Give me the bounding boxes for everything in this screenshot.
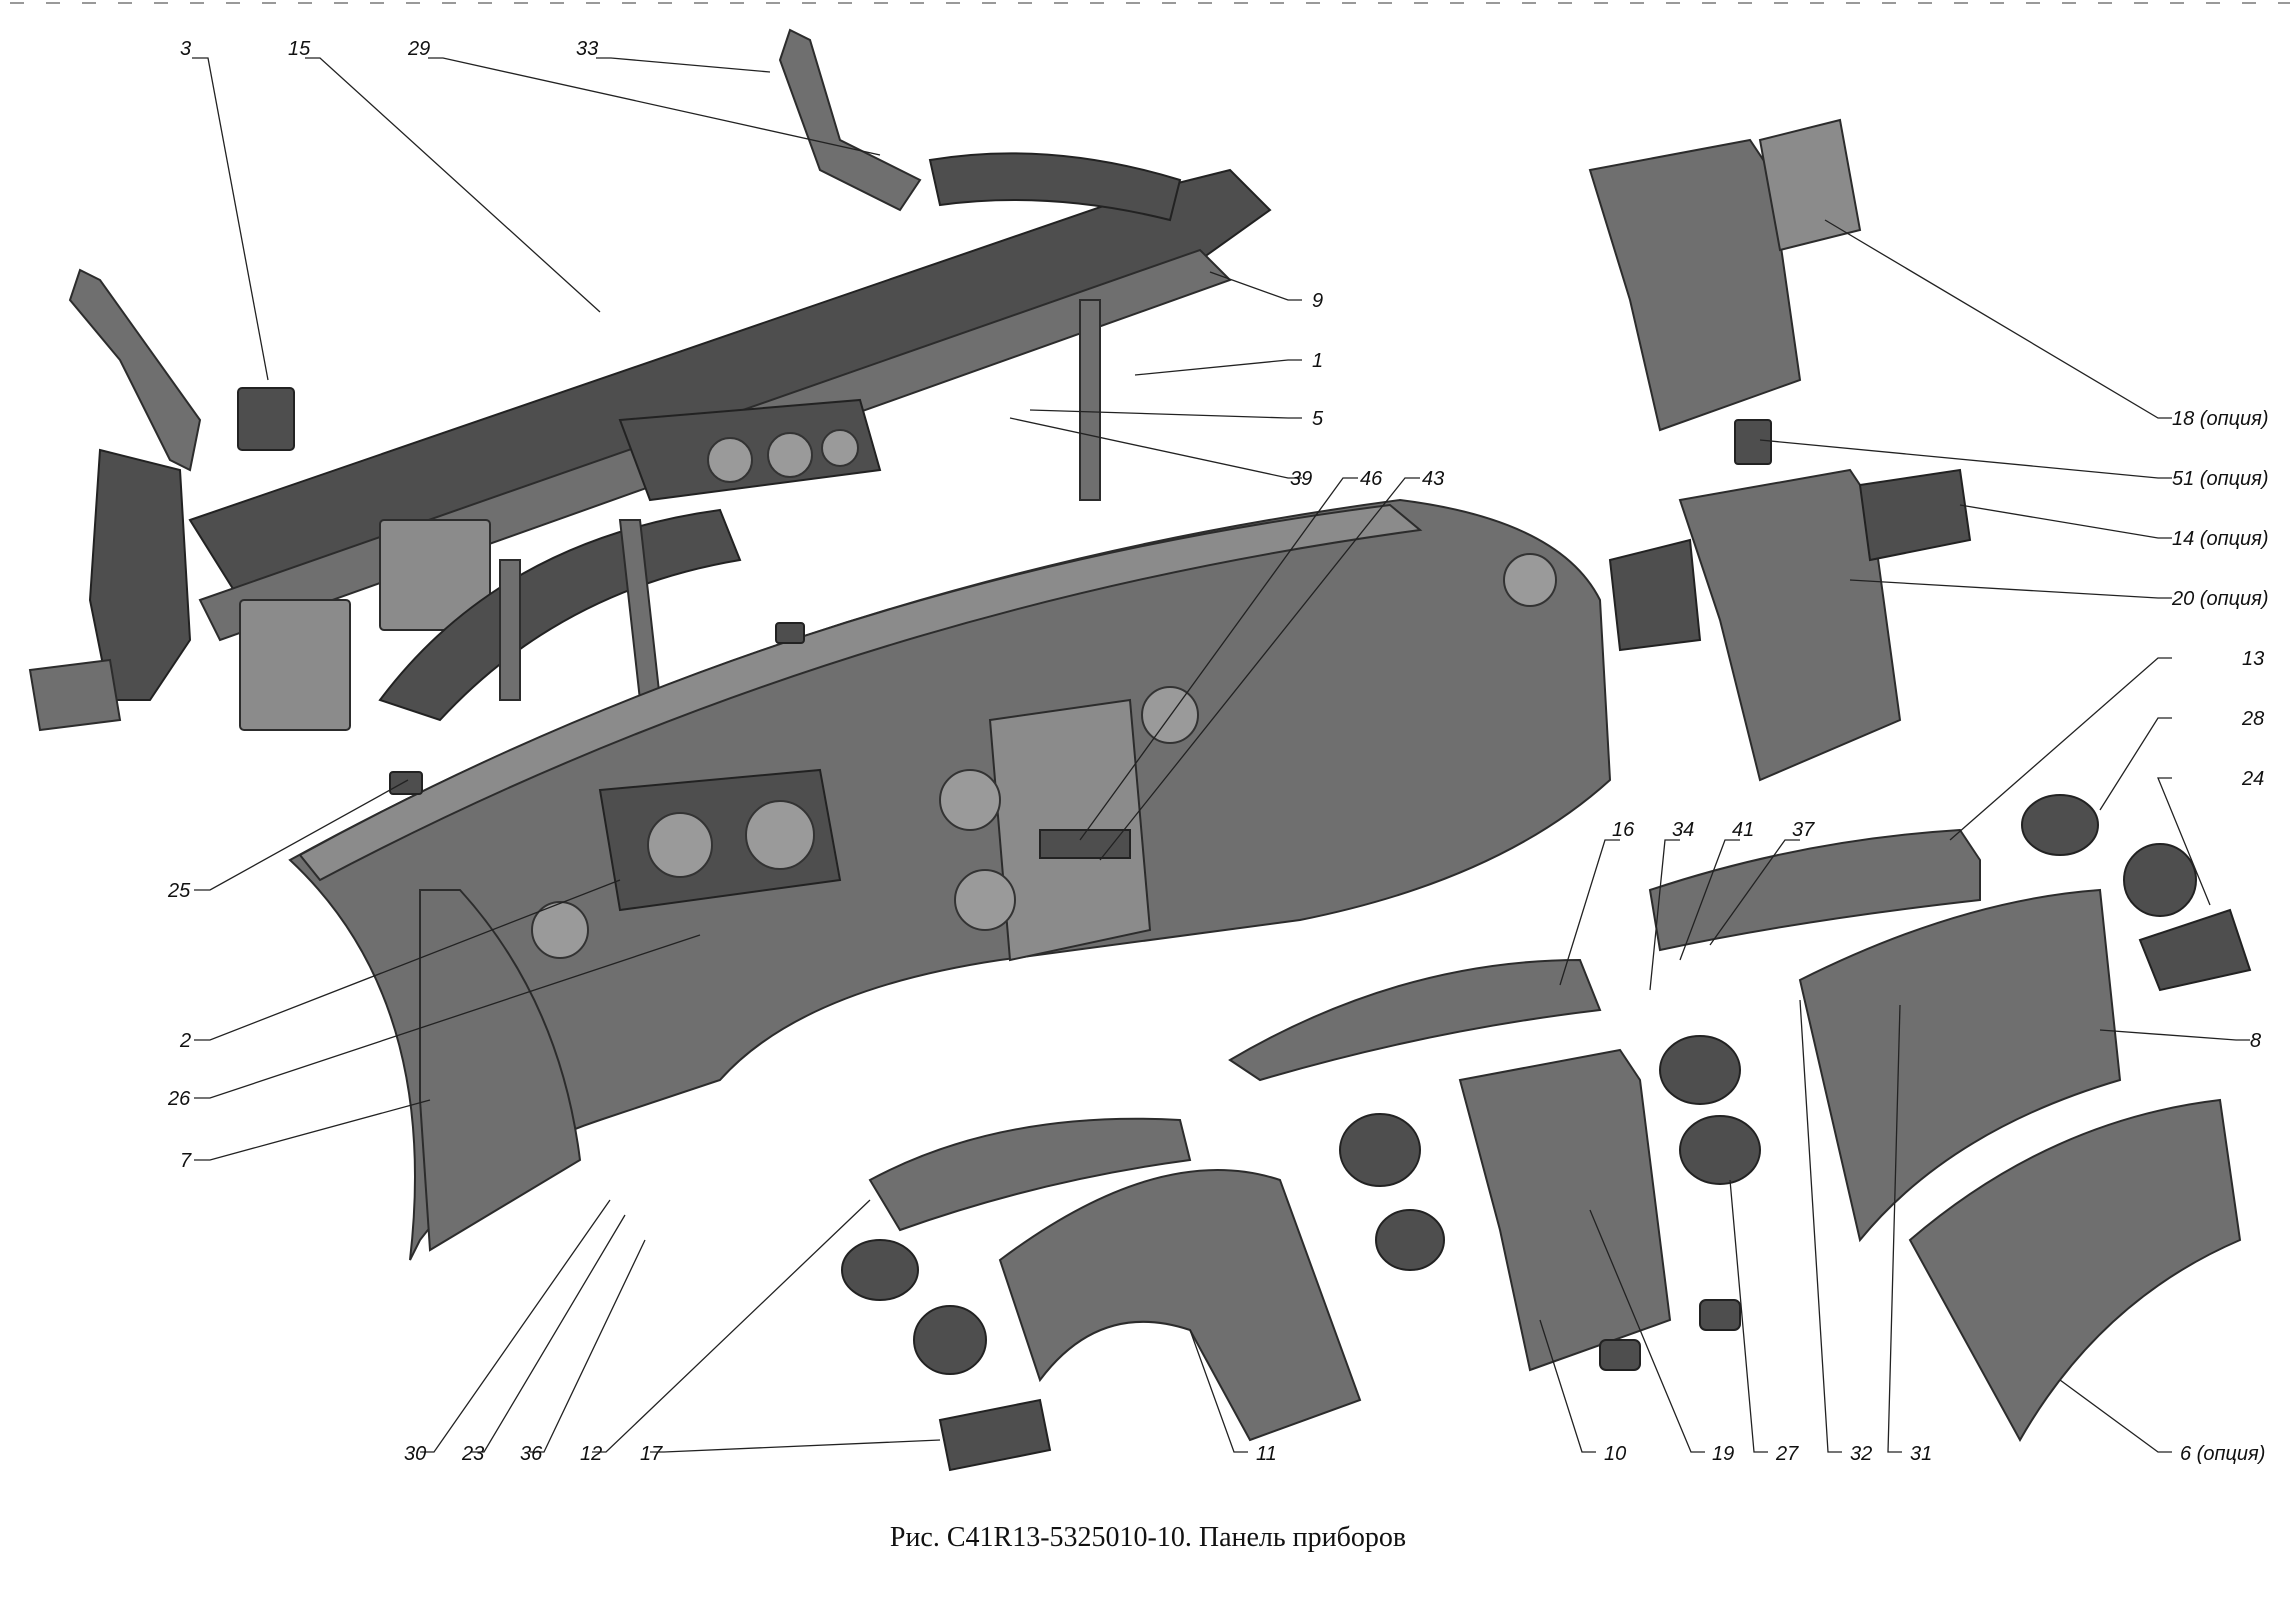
callout-37: 37 <box>1792 819 1815 841</box>
callout-8: 8 <box>2250 1030 2261 1052</box>
switch-17 <box>938 1398 1052 1472</box>
instrument-panel-body <box>288 498 1612 1261</box>
callout-labels: 3 15 29 33 9 1 5 39 46 43 18 (опция) 51 … <box>167 38 2269 1465</box>
lower-trim-parts <box>841 1117 1362 1472</box>
callout-2: 2 <box>179 1030 191 1052</box>
callout-27: 27 <box>1775 1443 1799 1465</box>
callout-15: 15 <box>288 38 311 60</box>
cup-28 <box>2021 794 2099 856</box>
callout-18: 18 (опция) <box>2172 408 2269 430</box>
callout-43: 43 <box>1422 468 1444 490</box>
callout-9: 9 <box>1312 290 1323 312</box>
callout-19: 19 <box>1712 1443 1734 1465</box>
callout-31: 31 <box>1910 1443 1932 1465</box>
callout-39: 39 <box>1290 468 1312 490</box>
callout-33: 33 <box>576 38 598 60</box>
leader-lines <box>192 57 2250 1453</box>
figure-caption: Рис. С41R13-5325010-10. Панель приборов <box>889 1522 1407 1553</box>
callout-7: 7 <box>180 1150 192 1172</box>
callout-14: 14 (опция) <box>2172 528 2269 550</box>
callout-1: 1 <box>1312 350 1323 372</box>
callout-11: 11 <box>1256 1443 1277 1465</box>
cluster-bezel-11 <box>998 1169 1362 1442</box>
callout-46: 46 <box>1360 468 1383 490</box>
optional-frame-20 <box>1608 468 1972 782</box>
callout-6: 6 (опция) <box>2180 1443 2265 1465</box>
callout-36: 36 <box>520 1443 543 1465</box>
callout-24: 24 <box>2241 768 2264 790</box>
glovebox-6 <box>1908 1098 2242 1443</box>
callout-5: 5 <box>1312 408 1324 430</box>
callout-26: 26 <box>167 1088 191 1110</box>
callout-3: 3 <box>180 38 191 60</box>
callout-25: 25 <box>167 880 191 902</box>
callout-10: 10 <box>1604 1443 1626 1465</box>
callout-13: 13 <box>2242 648 2264 670</box>
callout-32: 32 <box>1850 1443 1872 1465</box>
callout-12: 12 <box>580 1443 602 1465</box>
callout-34: 34 <box>1672 819 1694 841</box>
callout-16: 16 <box>1612 819 1635 841</box>
callout-29: 29 <box>407 38 430 60</box>
callout-28: 28 <box>2241 708 2264 730</box>
radio-14 <box>1858 468 1972 562</box>
callout-23: 23 <box>461 1443 484 1465</box>
callout-30: 30 <box>404 1443 426 1465</box>
callout-41: 41 <box>1732 819 1754 841</box>
switch-block-43 <box>1039 829 1131 859</box>
part-24 <box>2138 908 2252 992</box>
optional-frame-18 <box>1588 118 1862 465</box>
callout-17: 17 <box>640 1443 663 1465</box>
glovebox-8 <box>1798 888 2122 1243</box>
trim-12 <box>868 1117 1192 1232</box>
trim-13 <box>1648 828 1981 952</box>
cross-car-beam-assembly <box>28 28 1272 732</box>
right-trim-parts <box>1339 794 2252 1443</box>
part-51 <box>1734 419 1772 465</box>
callout-20: 20 (опция) <box>2171 588 2269 610</box>
callout-51: 51 (опция) <box>2172 468 2269 490</box>
